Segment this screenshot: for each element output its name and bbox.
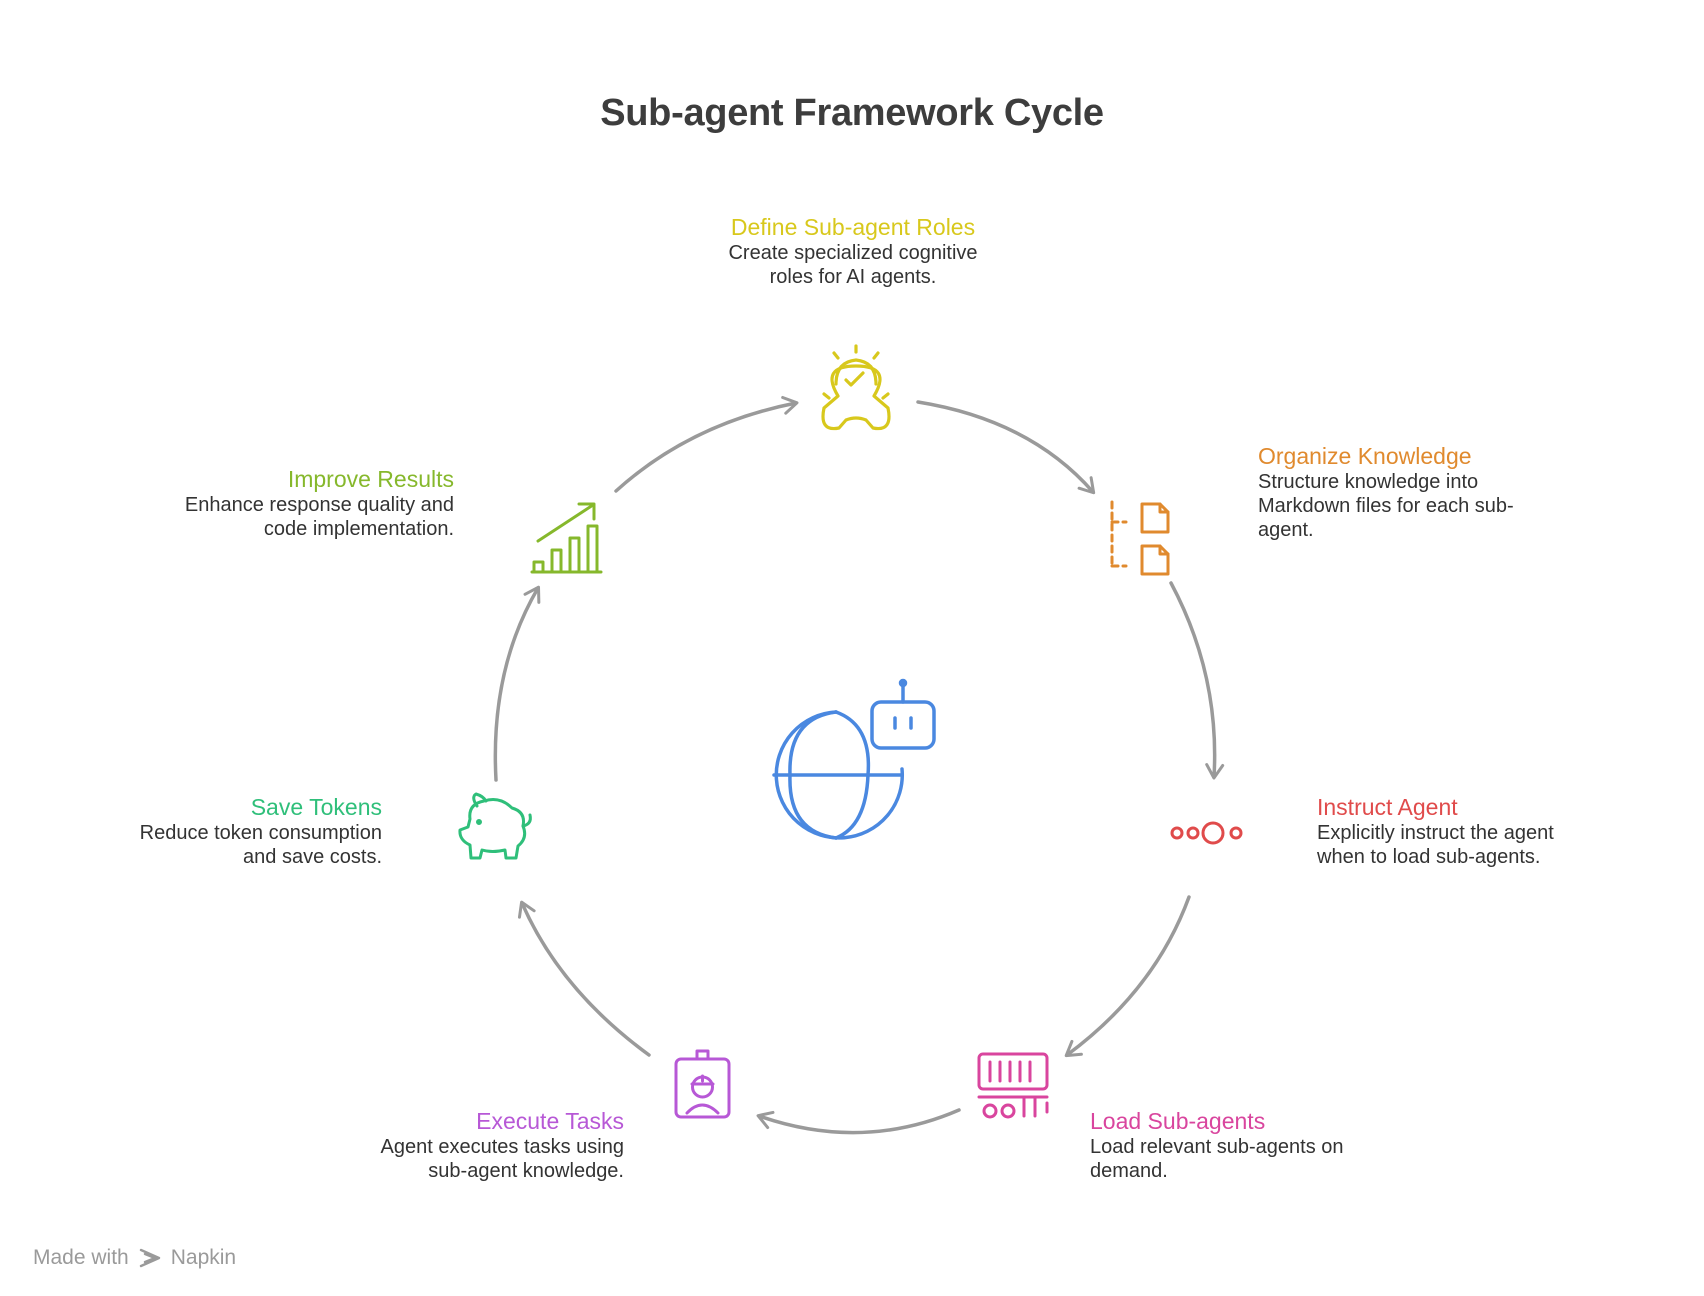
step-load: Load Sub-agents Load relevant sub-agents… <box>1090 1107 1420 1183</box>
worker-badge-icon <box>674 1049 731 1119</box>
step-load-desc-line2: demand. <box>1090 1160 1168 1182</box>
step-define-title: Define Sub-agent Roles <box>730 214 976 240</box>
step-organize-desc-line2: Markdown files for each sub- <box>1258 495 1514 517</box>
growth-chart-icon <box>530 502 603 574</box>
step-improve-desc-line2: code implementation. <box>263 518 454 540</box>
file-tree-icon <box>1110 500 1170 576</box>
globe-bot-icon <box>772 678 936 840</box>
arrow-load-to-execute <box>756 1108 961 1135</box>
step-instruct-title: Instruct Agent <box>1317 794 1458 820</box>
arrow-improve-to-define <box>614 395 799 493</box>
diagram-title: Sub-agent Framework Cycle <box>600 92 1104 134</box>
step-organize-title: Organize Knowledge <box>1258 443 1472 469</box>
step-save-desc-line1: Reduce token consumption <box>139 822 382 844</box>
arrow-define-to-organize <box>916 400 1096 495</box>
step-define-desc-line2: roles for AI agents. <box>769 266 937 288</box>
cycle-arrows <box>493 395 1225 1135</box>
arrow-save-to-improve <box>493 585 541 782</box>
step-organize-desc-line1: Structure knowledge into <box>1258 471 1479 493</box>
step-improve-title: Improve Results <box>287 466 454 492</box>
conveyor-icon <box>977 1052 1049 1119</box>
step-execute-desc-line2: sub-agent knowledge. <box>428 1160 624 1182</box>
footer-made-with-text: Made with <box>33 1246 129 1269</box>
step-instruct-desc-line2: when to load sub-agents. <box>1317 846 1541 868</box>
step-improve-desc-line1: Enhance response quality and <box>184 494 454 516</box>
step-save-desc-line2: and save costs. <box>243 846 382 868</box>
step-instruct-desc-line1: Explicitly instruct the agent <box>1317 822 1554 844</box>
step-organize: Organize Knowledge Structure knowledge i… <box>1258 442 1578 542</box>
step-execute-title: Execute Tasks <box>476 1108 624 1134</box>
support-gear-icon <box>821 344 891 431</box>
piggy-bank-icon <box>458 792 532 860</box>
step-load-title: Load Sub-agents <box>1090 1108 1266 1134</box>
napkin-logo-icon <box>139 1248 160 1268</box>
step-define-desc-line1: Create specialized cognitive <box>728 242 978 264</box>
step-save: Save Tokens Reduce token consumption and… <box>90 793 382 869</box>
step-instruct: Instruct Agent Explicitly instruct the a… <box>1317 793 1647 869</box>
step-execute: Execute Tasks Agent executes tasks using… <box>284 1107 624 1183</box>
made-with-footer[interactable]: Made with Napkin <box>33 1245 236 1271</box>
arrow-organize-to-instruct <box>1169 581 1225 780</box>
step-save-title: Save Tokens <box>250 794 382 820</box>
step-organize-desc-line3: agent. <box>1258 519 1314 541</box>
step-load-desc-line1: Load relevant sub-agents on <box>1090 1136 1344 1158</box>
arrow-instruct-to-load <box>1064 895 1191 1058</box>
circles-dots-icon <box>1170 821 1243 845</box>
step-execute-desc-line1: Agent executes tasks using <box>380 1136 624 1158</box>
step-define: Define Sub-agent Roles Create specialize… <box>676 213 1030 289</box>
arrow-execute-to-save <box>517 900 651 1057</box>
footer-brand-text: Napkin <box>170 1246 237 1269</box>
step-improve: Improve Results Enhance response quality… <box>120 465 454 541</box>
